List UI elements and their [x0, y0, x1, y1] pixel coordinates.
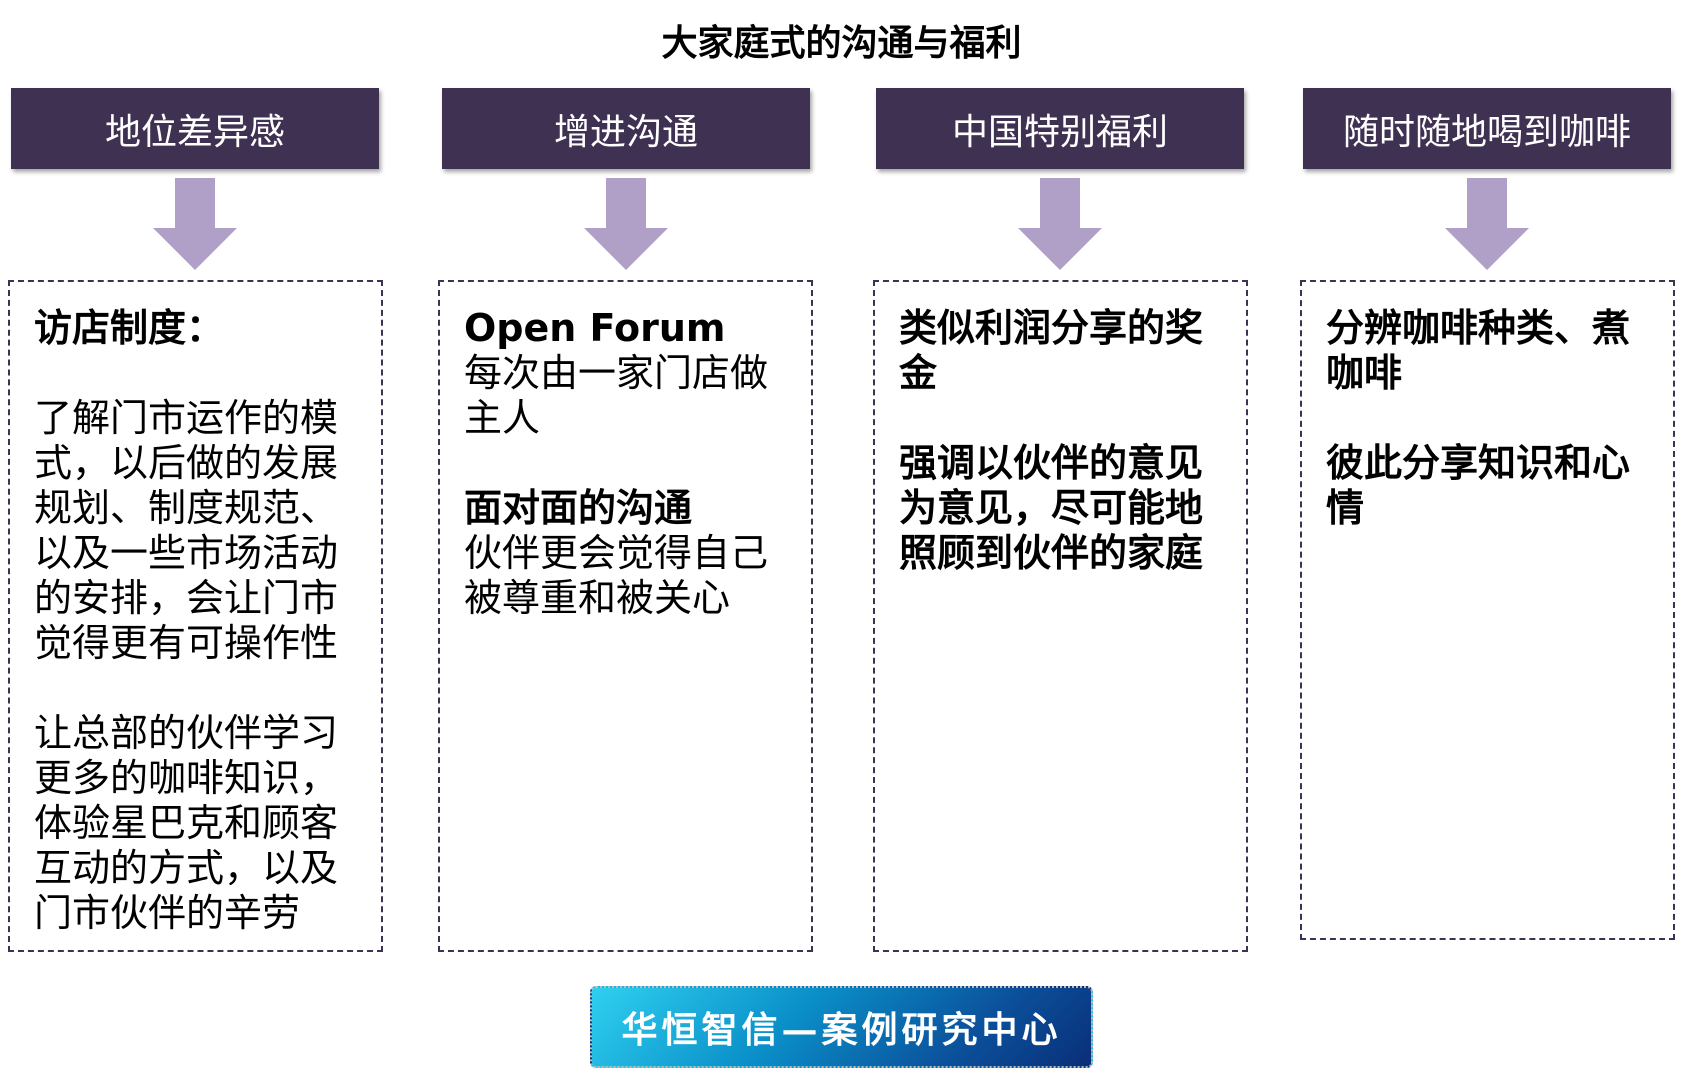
down-arrow-icon: [153, 178, 237, 270]
column-header: 中国特别福利: [876, 88, 1244, 169]
paragraph-heading: 彼此分享知识和心情: [1326, 441, 1631, 530]
content-box: 类似利润分享的奖金强调以伙伴的意见为意见，尽可能地照顾到伙伴的家庭: [873, 280, 1248, 952]
paragraph-heading: 访店制度：: [34, 306, 225, 350]
paragraph-text: 伙伴更会觉得自己被尊重和被关心: [464, 531, 769, 620]
down-arrow-icon: [584, 178, 668, 270]
paragraph-text: 了解门市运作的模式，以后做的发展规划、制度规范、以及一些市场活动的安排，会让门市…: [34, 396, 339, 665]
paragraph-text: 让总部的伙伴学习更多的咖啡知识，体验星巴克和顾客互动的方式，以及门市伙伴的辛劳: [34, 711, 339, 935]
page-title: 大家庭式的沟通与福利: [661, 23, 1022, 64]
paragraph: 强调以伙伴的意见为意见，尽可能地照顾到伙伴的家庭: [899, 441, 1222, 576]
down-arrow-icon: [1445, 178, 1529, 270]
paragraph-heading: 强调以伙伴的意见为意见，尽可能地照顾到伙伴的家庭: [899, 441, 1204, 575]
paragraph: 分辨咖啡种类、煮咖啡: [1326, 306, 1649, 396]
paragraph: 面对面的沟通伙伴更会觉得自己被尊重和被关心: [464, 486, 787, 621]
paragraph-heading: 分辨咖啡种类、煮咖啡: [1326, 306, 1631, 395]
paragraph-heading: 面对面的沟通: [464, 486, 693, 530]
paragraph: 了解门市运作的模式，以后做的发展规划、制度规范、以及一些市场活动的安排，会让门市…: [34, 396, 357, 666]
paragraph-heading: 类似利润分享的奖金: [899, 306, 1204, 395]
paragraph: 类似利润分享的奖金: [899, 306, 1222, 396]
column-header: 增进沟通: [442, 88, 810, 169]
paragraph: 让总部的伙伴学习更多的咖啡知识，体验星巴克和顾客互动的方式，以及门市伙伴的辛劳: [34, 711, 357, 936]
paragraph-text: 每次由一家门店做主人: [464, 351, 769, 440]
column-header: 随时随地喝到咖啡: [1303, 88, 1671, 169]
column-header: 地位差异感: [11, 88, 379, 169]
paragraph-heading: Open Forum: [464, 306, 726, 350]
logo-banner: 华恒智信—案例研究中心: [590, 986, 1093, 1068]
content-box: 分辨咖啡种类、煮咖啡彼此分享知识和心情: [1300, 280, 1675, 940]
paragraph: 彼此分享知识和心情: [1326, 441, 1649, 531]
content-box: 访店制度： 了解门市运作的模式，以后做的发展规划、制度规范、以及一些市场活动的安排…: [8, 280, 383, 952]
paragraph: 访店制度：: [34, 306, 357, 351]
down-arrow-icon: [1018, 178, 1102, 270]
